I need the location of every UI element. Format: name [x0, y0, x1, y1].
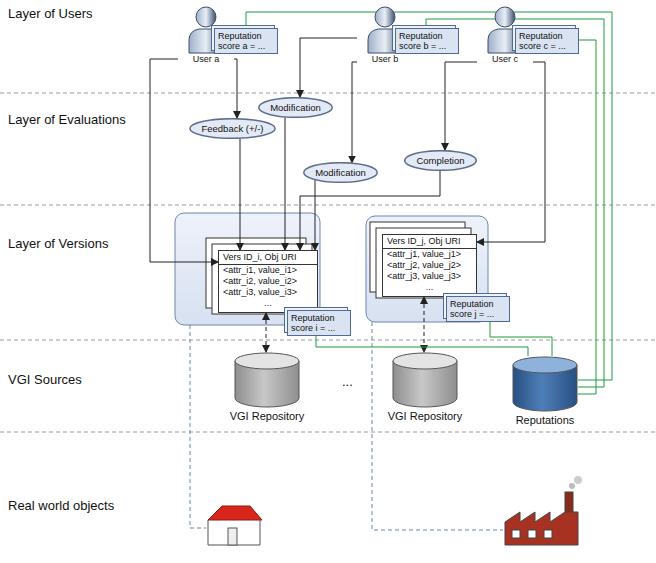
attribute-line: ... [383, 282, 476, 296]
reputation-text: Reputation score b = ... [399, 31, 455, 51]
user-head [196, 7, 216, 27]
user-name: User c [477, 54, 533, 64]
factory-icon [505, 476, 582, 545]
reputation-box: Reputation score j = ... [446, 296, 510, 322]
card-header: Vers ID_j, Obj URI [383, 235, 476, 249]
cylinder-icon [234, 352, 300, 408]
flow-arrow [234, 59, 237, 118]
oval-shape [190, 119, 275, 139]
attribute-line: <attr_j2, value_j2> [383, 260, 476, 271]
layer-label: Layer of Versions [6, 236, 110, 251]
evaluation-text: Feedback (+/-) [189, 118, 276, 139]
attribute-line: <attr_i3, value_i3> [219, 287, 317, 298]
reputation-link [490, 322, 552, 356]
version-group [175, 213, 320, 325]
reputation-link [426, 19, 604, 387]
user-head [375, 7, 395, 27]
reputation-box: Reputation score c = ... [515, 28, 579, 54]
reputation-link [578, 40, 596, 394]
repository-label: VGI Repository [380, 410, 470, 422]
user-name: User b [357, 54, 413, 64]
cyl-top [513, 357, 577, 373]
cylinder-icon [512, 356, 578, 412]
flow-arrow [445, 62, 477, 150]
evaluation-text: Modification [303, 162, 378, 183]
evaluation-oval: Completion [404, 150, 477, 171]
oval-shape [405, 151, 477, 171]
storage-arrow [266, 313, 267, 352]
version-card: Vers ID_i, Obj URI<attr_i1, value_i1><at… [218, 250, 318, 313]
layer-label: Real world objects [6, 498, 116, 513]
evaluation-oval: Feedback (+/-) [189, 118, 276, 139]
layer-label: Layer of Evaluations [6, 112, 128, 127]
version-card: Vers ID_j, Obj URI<attr_j1, value_j1><at… [382, 234, 477, 297]
flow-arrow [352, 62, 357, 163]
cyl-top [235, 353, 299, 369]
reputation-text: Reputation score a = ... [218, 31, 274, 51]
reputation-text: Reputation score i = ... [291, 313, 347, 333]
flow-arrow [285, 118, 286, 250]
attribute-line: <attr_i2, value_i2> [219, 276, 317, 287]
reputation-box: Reputation score b = ... [395, 28, 459, 54]
evaluation-oval: Modification [258, 97, 333, 118]
flow-arrow [240, 139, 241, 250]
repository-label: VGI Repository [222, 410, 312, 422]
layer-label: VGI Sources [6, 372, 84, 387]
flow-arrow [300, 38, 357, 97]
attribute-line: <attr_j3, value_j3> [383, 271, 476, 282]
evaluation-oval: Modification [303, 162, 378, 183]
evaluation-text: Completion [404, 150, 477, 171]
repository-cylinder: VGI Repository [222, 352, 312, 422]
cylinder-icon [392, 352, 458, 408]
reputation-link [246, 12, 612, 380]
layer-label: Layer of Users [6, 6, 95, 21]
attribute-line: <attr_j1, value_j1> [383, 249, 476, 260]
ellipsis-label: ... [340, 374, 355, 389]
storage-arrow [424, 297, 425, 352]
leader-lines [190, 322, 503, 530]
flow-arrow [150, 59, 218, 262]
flow-arrow [315, 180, 316, 250]
evaluation-text: Modification [258, 97, 333, 118]
oval-shape [259, 98, 333, 118]
card-header: Vers ID_i, Obj URI [219, 251, 317, 265]
user-name: User a [178, 54, 234, 64]
flow-arrow [477, 62, 545, 242]
reputation-box: Reputation score a = ... [214, 28, 278, 54]
repository-cylinder: Reputations [505, 356, 585, 426]
reputation-text: Reputation score c = ... [519, 31, 575, 51]
cyl-top [393, 353, 457, 369]
repository-label: Reputations [505, 414, 585, 426]
oval-shape [304, 163, 378, 183]
attribute-line: <attr_i1, value_i1> [219, 265, 317, 276]
reputation-box: Reputation score i = ... [287, 310, 351, 336]
layer-separators [0, 93, 656, 432]
house-icon [208, 506, 262, 545]
repository-cylinder: VGI Repository [380, 352, 470, 422]
user-head [495, 7, 515, 27]
reputation-text: Reputation score j = ... [450, 299, 506, 319]
